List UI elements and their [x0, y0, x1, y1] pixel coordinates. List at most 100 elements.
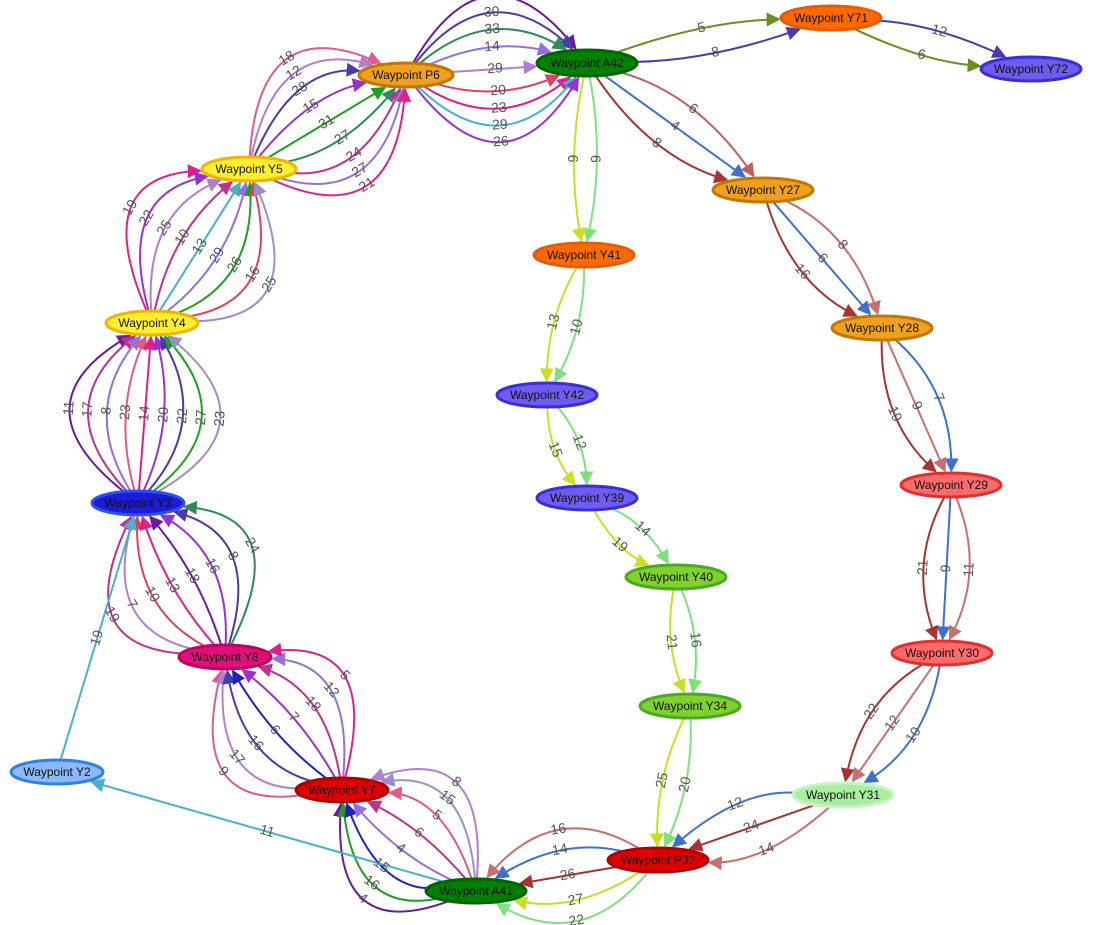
node-a41[interactable]: Waypoint A41: [424, 877, 528, 905]
edge-p6-to-a42: [414, 11, 574, 64]
node-y5[interactable]: Waypoint Y5: [200, 155, 298, 183]
node-shape[interactable]: [711, 176, 815, 204]
edge-y7-to-y8: [241, 669, 337, 779]
edge-y3-to-y4: [147, 335, 185, 492]
edge-y31-to-p32: [672, 791, 795, 848]
node-label: Waypoint Y71: [794, 11, 868, 25]
edge-weight-label: 12: [930, 21, 949, 40]
node-y39[interactable]: Waypoint Y39: [535, 484, 639, 512]
node-shape[interactable]: [535, 484, 639, 512]
node-shape[interactable]: [779, 4, 883, 32]
node-label: Waypoint Y3: [104, 496, 172, 510]
node-y31[interactable]: Waypoint Y31: [791, 781, 895, 809]
node-y3[interactable]: Waypoint Y3: [90, 489, 186, 517]
edge-a41-to-y7: [337, 802, 438, 902]
node-y7[interactable]: Waypoint Y7: [294, 776, 390, 804]
node-shape[interactable]: [791, 781, 895, 809]
node-y34[interactable]: Waypoint Y34: [638, 692, 742, 720]
edge-weight-label: 16: [687, 631, 705, 648]
node-shape[interactable]: [9, 758, 105, 786]
node-y4[interactable]: Waypoint Y4: [104, 309, 200, 337]
edge-weight-label: 8: [449, 773, 465, 791]
edge-weight-label: 30: [483, 3, 500, 20]
node-label: Waypoint Y7: [308, 783, 376, 797]
edge-weight-label: 24: [242, 534, 264, 556]
edge-y31-to-p32: [707, 805, 831, 871]
node-y42[interactable]: Waypoint Y42: [495, 381, 599, 409]
node-shape[interactable]: [424, 877, 528, 905]
edge-y3-to-y4: [137, 335, 157, 492]
node-shape[interactable]: [200, 155, 298, 183]
edge-a41-to-y7: [380, 772, 476, 880]
node-shape[interactable]: [899, 471, 1003, 499]
edge-y42-to-y39: [556, 406, 594, 486]
node-shape[interactable]: [979, 55, 1083, 83]
node-shape[interactable]: [177, 643, 273, 671]
node-y71[interactable]: Waypoint Y71: [779, 4, 883, 32]
edge-a41-to-y7: [366, 800, 467, 880]
node-y41[interactable]: Waypoint Y41: [532, 241, 636, 269]
edge-y30-to-y31: [840, 663, 924, 783]
edge-weight-label: 15: [546, 439, 567, 460]
node-p32[interactable]: Waypoint P32: [606, 846, 710, 874]
edge-y71-to-y72: [853, 27, 982, 73]
node-label: Waypoint Y31: [806, 788, 880, 802]
edge-weight-label: 22: [135, 206, 157, 228]
edge-weight-label: 17: [483, 0, 500, 3]
edge-weight-label: 14: [632, 517, 654, 539]
node-label: Waypoint Y30: [905, 646, 979, 660]
edge-y28-to-y29: [886, 339, 947, 473]
node-y27[interactable]: Waypoint Y27: [711, 176, 815, 204]
edge-weight-label: 10: [171, 226, 193, 248]
edge-weight-label: 29: [487, 59, 504, 76]
edge-y71-to-y72: [879, 19, 1007, 58]
edge-p32-to-a41: [495, 871, 650, 924]
edge-y4-to-y5: [189, 181, 264, 318]
node-shape[interactable]: [495, 381, 599, 409]
edge-y39-to-y40: [592, 509, 650, 567]
edge-weight-label: 10: [566, 317, 586, 336]
node-p6[interactable]: Waypoint P6: [357, 61, 455, 89]
node-y30[interactable]: Waypoint Y30: [890, 639, 994, 667]
edge-weight-label: 6: [916, 45, 928, 62]
node-shape[interactable]: [606, 846, 710, 874]
edge-weight-label: 10: [142, 583, 164, 605]
edge-y8-to-y3: [129, 515, 206, 648]
node-shape[interactable]: [357, 61, 455, 89]
node-y40[interactable]: Waypoint Y40: [624, 563, 728, 591]
node-shape[interactable]: [104, 309, 200, 337]
node-shape[interactable]: [830, 314, 934, 342]
node-y8[interactable]: Waypoint Y8: [177, 643, 273, 671]
edge-y34-to-p32: [663, 717, 692, 848]
node-shape[interactable]: [535, 48, 639, 78]
edge-weight-label: 20: [490, 81, 507, 98]
node-y72[interactable]: Waypoint Y72: [979, 55, 1083, 83]
node-y2[interactable]: Waypoint Y2: [9, 758, 105, 786]
edge-y42-to-y39: [546, 406, 577, 486]
node-shape[interactable]: [532, 241, 636, 269]
edge-weight-label: 11: [258, 821, 277, 840]
edge-p6-to-a42: [412, 0, 577, 64]
node-shape[interactable]: [90, 489, 186, 517]
edge-a42-to-y27: [620, 71, 755, 178]
node-y29[interactable]: Waypoint Y29: [899, 471, 1003, 499]
node-label: Waypoint Y28: [845, 321, 919, 335]
edge-p32-to-a41: [494, 846, 624, 879]
node-shape[interactable]: [890, 639, 994, 667]
node-y28[interactable]: Waypoint Y28: [830, 314, 934, 342]
edge-p6-to-a42: [436, 74, 560, 93]
edge-weight-label: 29: [492, 116, 509, 133]
edge-y2-to-y3: [59, 515, 137, 761]
node-shape[interactable]: [624, 563, 728, 591]
edge-y3-to-y4: [124, 335, 147, 492]
edge-a41-to-y7: [332, 802, 450, 913]
edge-y39-to-y40: [611, 507, 669, 565]
edge-weight-label: 28: [289, 77, 311, 99]
edge-weight-label: 26: [223, 253, 245, 275]
node-shape[interactable]: [638, 692, 742, 720]
node-a42[interactable]: Waypoint A42: [535, 48, 639, 78]
edge-weight-label: 26: [493, 132, 510, 149]
edge-weight-label: 25: [652, 771, 671, 790]
node-shape[interactable]: [294, 776, 390, 804]
edge-weight-label: 17: [78, 401, 95, 418]
